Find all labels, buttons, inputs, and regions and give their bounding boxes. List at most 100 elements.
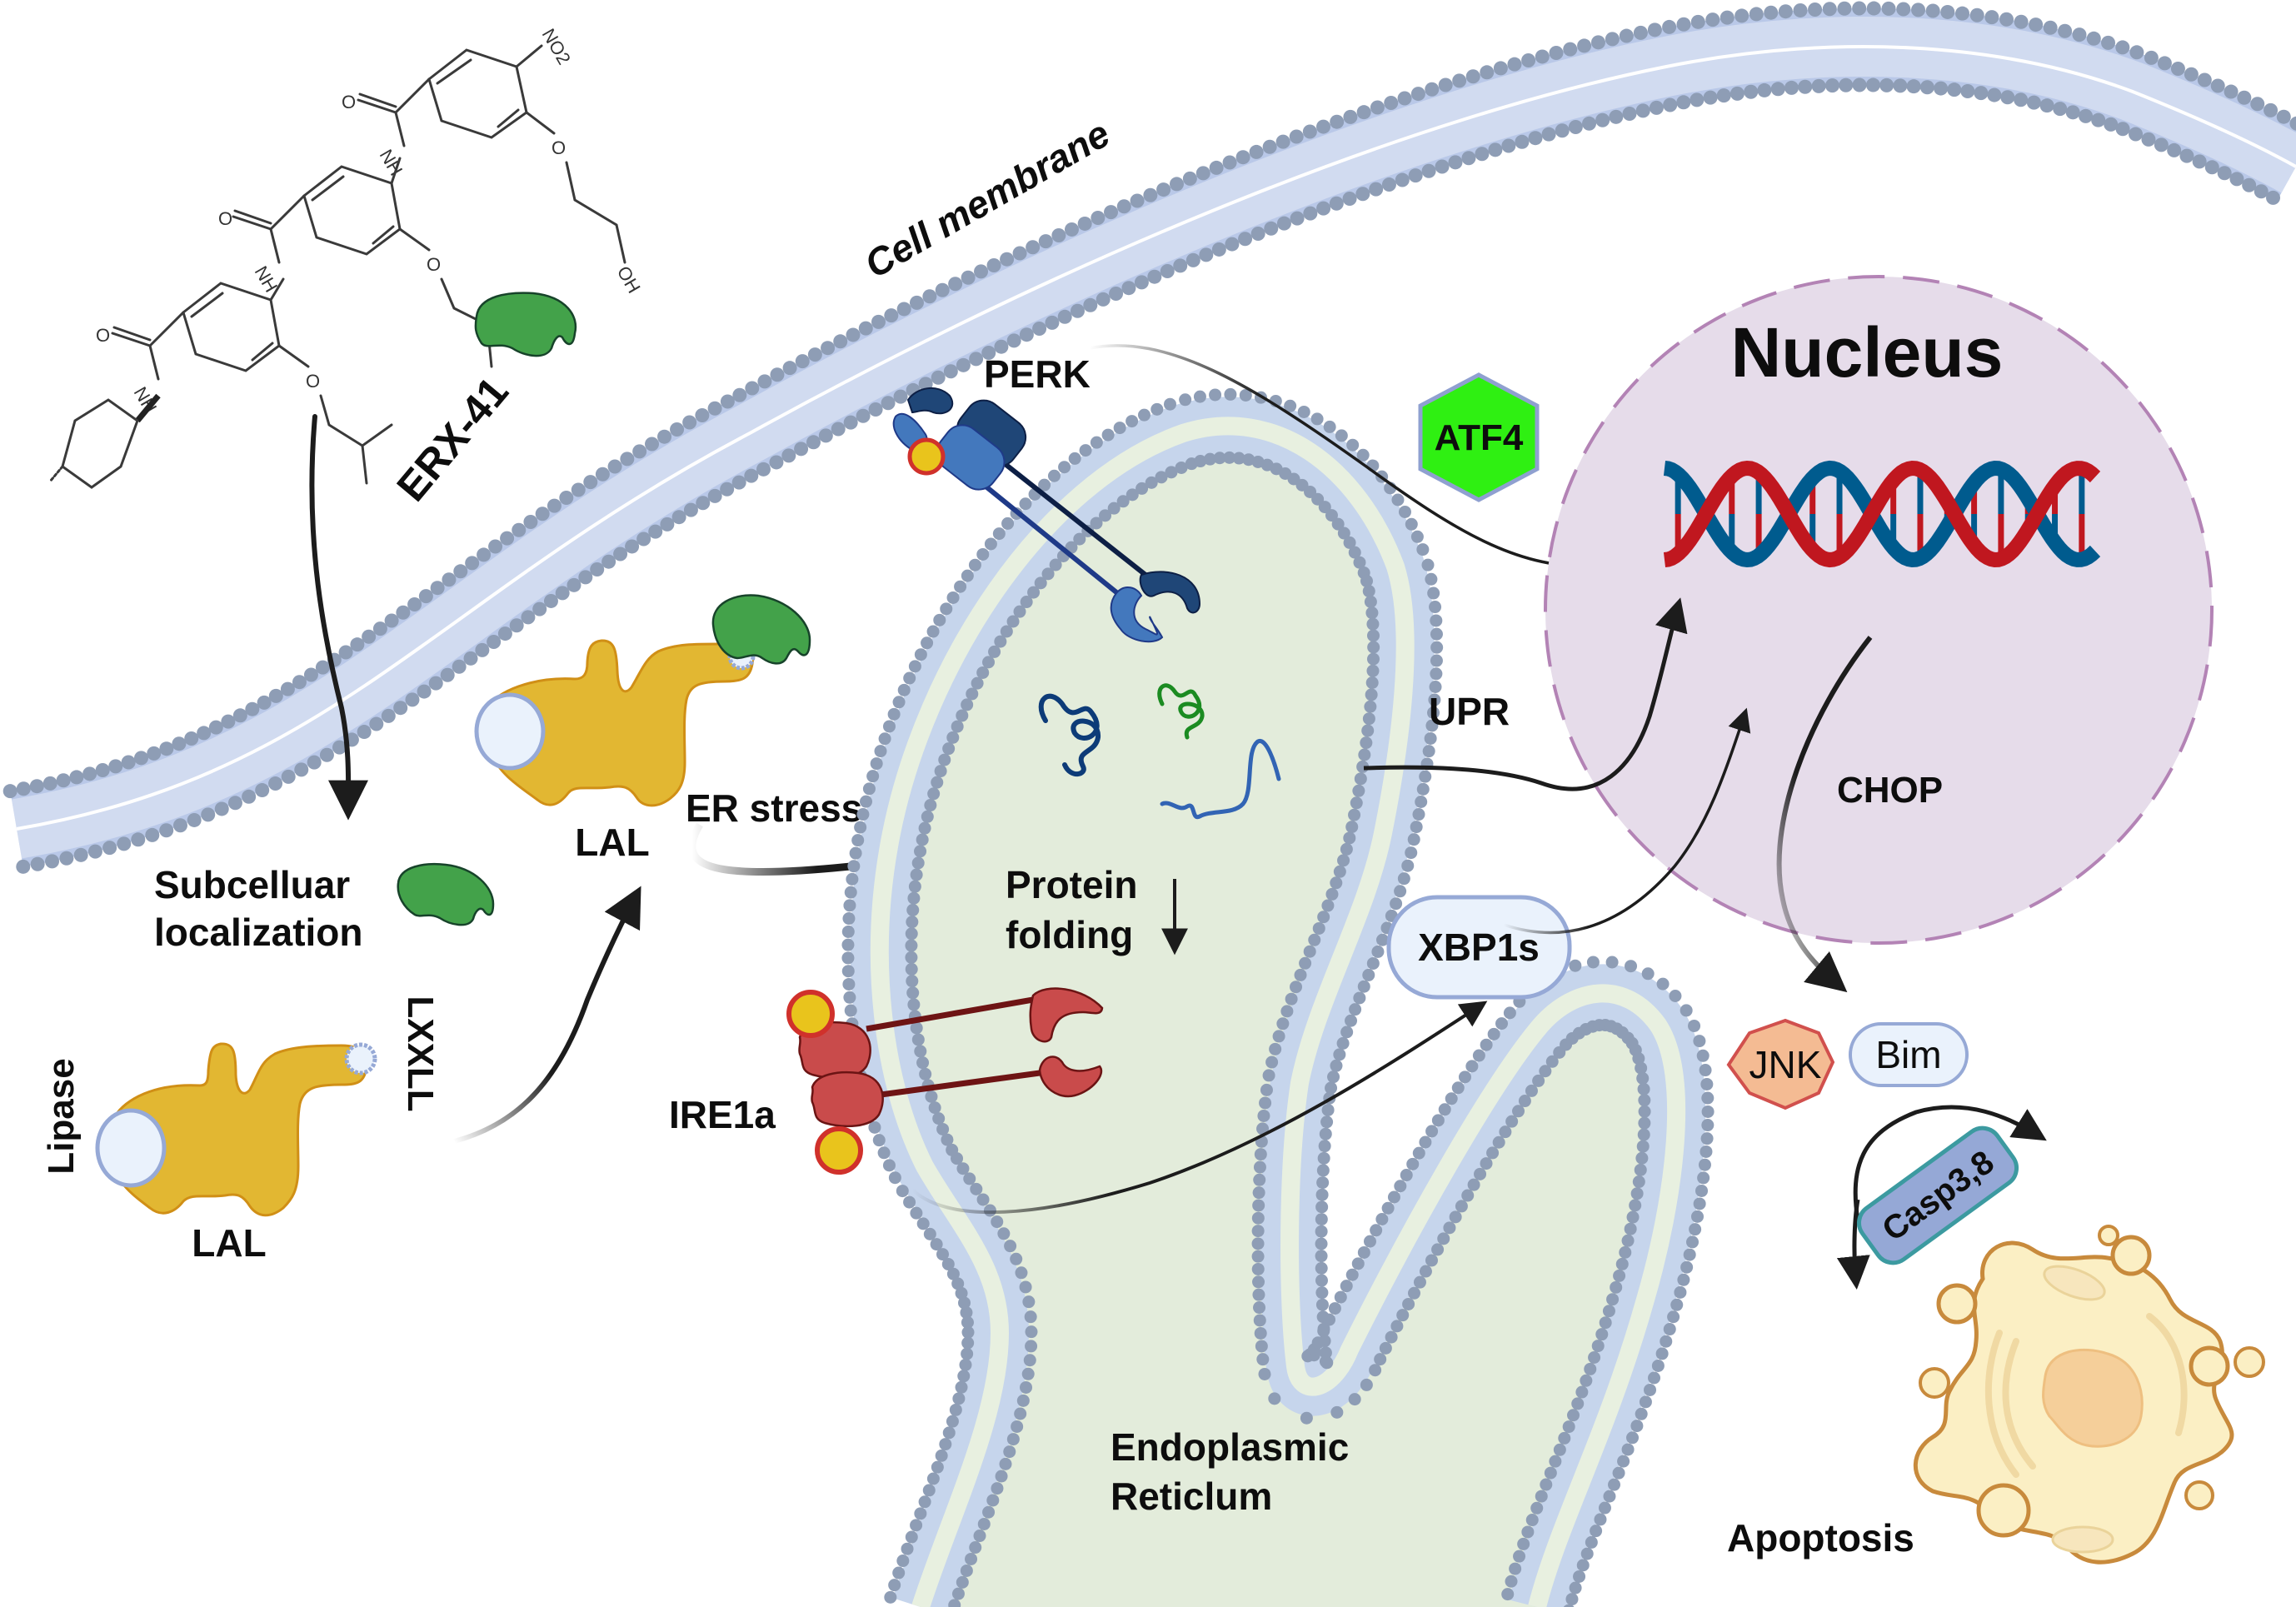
- lipid-head: [930, 1238, 943, 1251]
- lipid-head: [1006, 615, 1020, 628]
- lipid-head: [1472, 1049, 1485, 1062]
- lipid-head: [1625, 960, 1638, 973]
- nucleus-label: Nucleus: [1731, 313, 2004, 392]
- lipid-head: [1662, 19, 1677, 34]
- misfolded-protein-icon: [1038, 693, 1101, 777]
- upr-label: UPR: [1429, 690, 1510, 733]
- lipid-head: [197, 726, 212, 741]
- lipid-head: [986, 258, 1001, 273]
- lipid-head: [1251, 1250, 1265, 1263]
- erx41-protein-icon: [474, 292, 577, 357]
- lipid-head: [1364, 595, 1377, 608]
- lipid-head: [1555, 123, 1570, 138]
- lipid-head: [1430, 654, 1443, 667]
- erx41-protein-icon: [711, 594, 811, 665]
- lipid-head: [955, 1380, 968, 1394]
- lipid-head: [1429, 680, 1442, 693]
- lipid-head: [1150, 402, 1164, 416]
- lipid-head: [968, 558, 981, 571]
- lipid-head: [660, 517, 675, 532]
- lipid-head: [956, 1162, 970, 1175]
- lipid-head: [1395, 172, 1410, 187]
- lipid-head: [1073, 532, 1086, 546]
- lipid-head: [521, 610, 536, 625]
- lipid-head: [1571, 1397, 1585, 1410]
- lipid-head: [1566, 1409, 1580, 1422]
- lipid-head: [906, 986, 920, 1000]
- lipid-head: [1253, 1173, 1266, 1186]
- lipid-head: [2254, 184, 2269, 199]
- lipid-head: [1461, 1189, 1475, 1202]
- lipid-head: [1974, 86, 1989, 101]
- lipid-head: [844, 1004, 857, 1017]
- lipid-head: [843, 415, 858, 430]
- lipid-head: [1637, 1128, 1650, 1141]
- lipid-head: [956, 1575, 969, 1589]
- lipid-head: [30, 856, 45, 871]
- lipid-head: [1090, 517, 1103, 530]
- lipid-head: [1253, 1160, 1266, 1174]
- lipid-head: [1458, 1071, 1471, 1084]
- lipid-head: [1544, 1466, 1557, 1480]
- lipid-head: [559, 491, 574, 506]
- lipid-head: [952, 1392, 966, 1405]
- lipid-head: [892, 1566, 906, 1580]
- lipid-head: [1680, 1004, 1693, 1017]
- lipid-head: [1425, 1125, 1439, 1138]
- lipid-head: [1225, 237, 1240, 252]
- lipid-head: [1276, 1017, 1290, 1031]
- lipid-head: [2154, 137, 2169, 152]
- lipid-head: [1624, 1222, 1637, 1235]
- protein-folding-label-line1: Protein: [1006, 863, 1137, 906]
- lipid-head: [1370, 100, 1385, 115]
- lipid-head: [1720, 10, 1734, 25]
- lipid-head: [871, 314, 886, 329]
- lipid-head: [1615, 1257, 1629, 1270]
- lipid-head: [1356, 448, 1370, 462]
- lipid-head: [1367, 641, 1380, 654]
- nucleus: Nucleus CHOP: [1544, 275, 2214, 945]
- lipid-head: [1465, 69, 1480, 84]
- lipid-head: [1251, 1262, 1265, 1275]
- lipid-head: [1334, 1290, 1347, 1304]
- lipid-head: [1116, 199, 1131, 214]
- lipid-head: [1798, 79, 1813, 94]
- ire1a-to-xbp1s-arrow: [911, 1001, 1488, 1215]
- lipid-head: [924, 799, 937, 812]
- lipid-head: [897, 683, 911, 696]
- lipid-head: [1222, 155, 1237, 170]
- lipid-head: [453, 564, 468, 579]
- lipid-head: [926, 625, 940, 638]
- lipid-head: [1315, 1237, 1328, 1250]
- lipid-head: [671, 510, 686, 525]
- lipid-head: [1412, 808, 1425, 821]
- lipid-head: [1693, 1035, 1706, 1048]
- jnk-badge: JNK: [1726, 1018, 1835, 1110]
- lipid-head: [844, 886, 857, 899]
- lipid-head: [960, 1306, 973, 1320]
- lipid-head: [1744, 84, 1759, 99]
- lipid-head: [1238, 232, 1253, 247]
- lipid-head: [868, 1120, 881, 1134]
- lipid-head: [1569, 959, 1582, 972]
- lipid-head: [2053, 102, 2068, 117]
- lipid-head: [1003, 1445, 1016, 1459]
- lipid-head: [1619, 1245, 1632, 1259]
- lipid-head: [2144, 50, 2159, 65]
- lipid-head: [1422, 745, 1435, 758]
- lipid-head: [59, 851, 74, 866]
- lipid-head: [1881, 1, 1896, 16]
- lipid-head: [1632, 1052, 1645, 1066]
- lipid-head: [1947, 82, 1962, 97]
- lipid-head: [1077, 216, 1092, 231]
- perk-label: PERK: [984, 352, 1091, 396]
- lipid-head: [1262, 139, 1277, 154]
- lipid-head: [919, 1067, 932, 1080]
- lipid-head: [1528, 131, 1543, 146]
- lipid-head: [1562, 1420, 1575, 1434]
- lipid-head: [159, 823, 174, 838]
- lipid-head: [1811, 78, 1826, 93]
- lipid-head: [1160, 264, 1175, 279]
- lipid-head: [1595, 1328, 1609, 1341]
- lipid-head: [896, 302, 911, 317]
